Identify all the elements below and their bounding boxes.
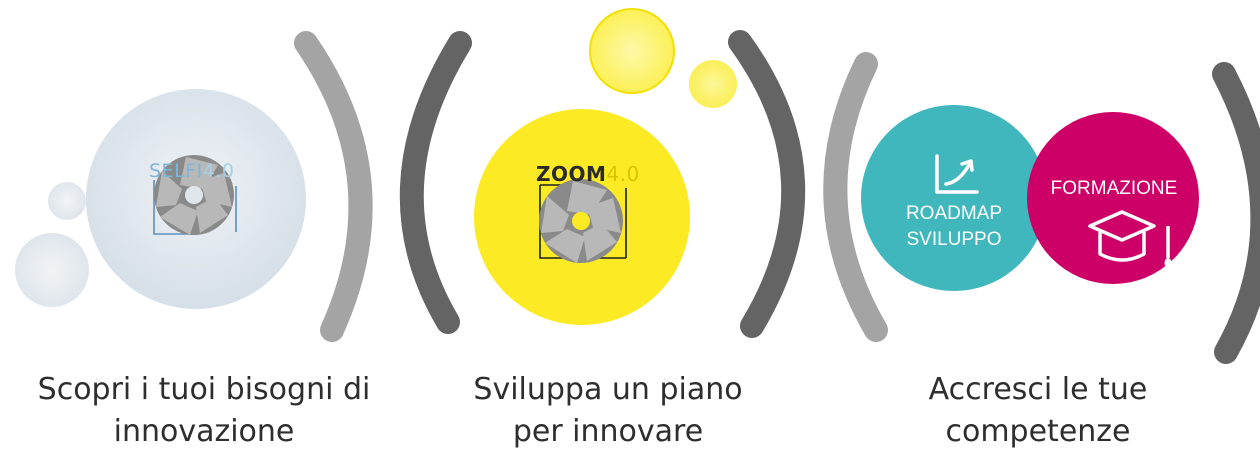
zoom-logo-version: 4.0 bbox=[606, 162, 640, 186]
step-2-caption-line1: Sviluppa un piano bbox=[473, 372, 743, 407]
zoom-logo-name: ZOOM bbox=[536, 162, 607, 186]
camera-shutter-icon bbox=[539, 179, 623, 263]
selfi-small-bubble-1 bbox=[48, 182, 86, 220]
step-2-caption: Sviluppa un piano per innovare bbox=[428, 369, 788, 453]
step-3-caption-line2: competenze bbox=[945, 414, 1131, 449]
opening-bracket-2 bbox=[399, 31, 472, 334]
step-1-caption-line2: innovazione bbox=[113, 414, 295, 449]
selfi-logo-name: SELFI bbox=[149, 160, 203, 182]
closing-bracket-3 bbox=[728, 30, 806, 338]
camera-shutter-icon bbox=[154, 155, 234, 235]
formazione-label-text: FORMAZIONE bbox=[1050, 178, 1178, 199]
zoom-small-bubble bbox=[689, 60, 737, 108]
graduation-cap-tassel bbox=[1164, 258, 1172, 268]
formazione-label: FORMAZIONE bbox=[1039, 176, 1189, 202]
step-3-caption: Accresci le tue competenze bbox=[858, 369, 1218, 453]
step-2-caption-line2: per innovare bbox=[512, 414, 704, 449]
closing-bracket-1 bbox=[294, 31, 373, 342]
step-1-caption: Scopri i tuoi bisogni di innovazione bbox=[24, 369, 384, 453]
selfi-small-bubble-2 bbox=[15, 233, 89, 307]
roadmap-label: ROADMAP SVILUPPO bbox=[884, 201, 1024, 253]
closing-bracket-5 bbox=[1212, 62, 1260, 364]
roadmap-label-line2: SVILUPPO bbox=[906, 229, 1002, 250]
zoom-logo-text: ZOOM4.0 bbox=[536, 162, 640, 186]
selfi-logo-text: SELFI4.0 bbox=[149, 160, 234, 182]
graduation-cap-icon bbox=[1088, 210, 1170, 262]
roadmap-label-line1: ROADMAP bbox=[905, 203, 1003, 224]
selfi-logo-frame bbox=[153, 180, 237, 235]
formazione-circle bbox=[1027, 112, 1199, 284]
step-3-caption-line1: Accresci le tue bbox=[928, 372, 1148, 407]
selfi-logo-version: 4.0 bbox=[202, 160, 235, 182]
step-1-caption-line1: Scopri i tuoi bisogni di bbox=[37, 372, 371, 407]
growth-chart-icon bbox=[935, 154, 979, 194]
roadmap-circle bbox=[861, 105, 1047, 291]
zoom-top-bubble bbox=[589, 8, 675, 94]
opening-bracket-4 bbox=[823, 52, 888, 342]
